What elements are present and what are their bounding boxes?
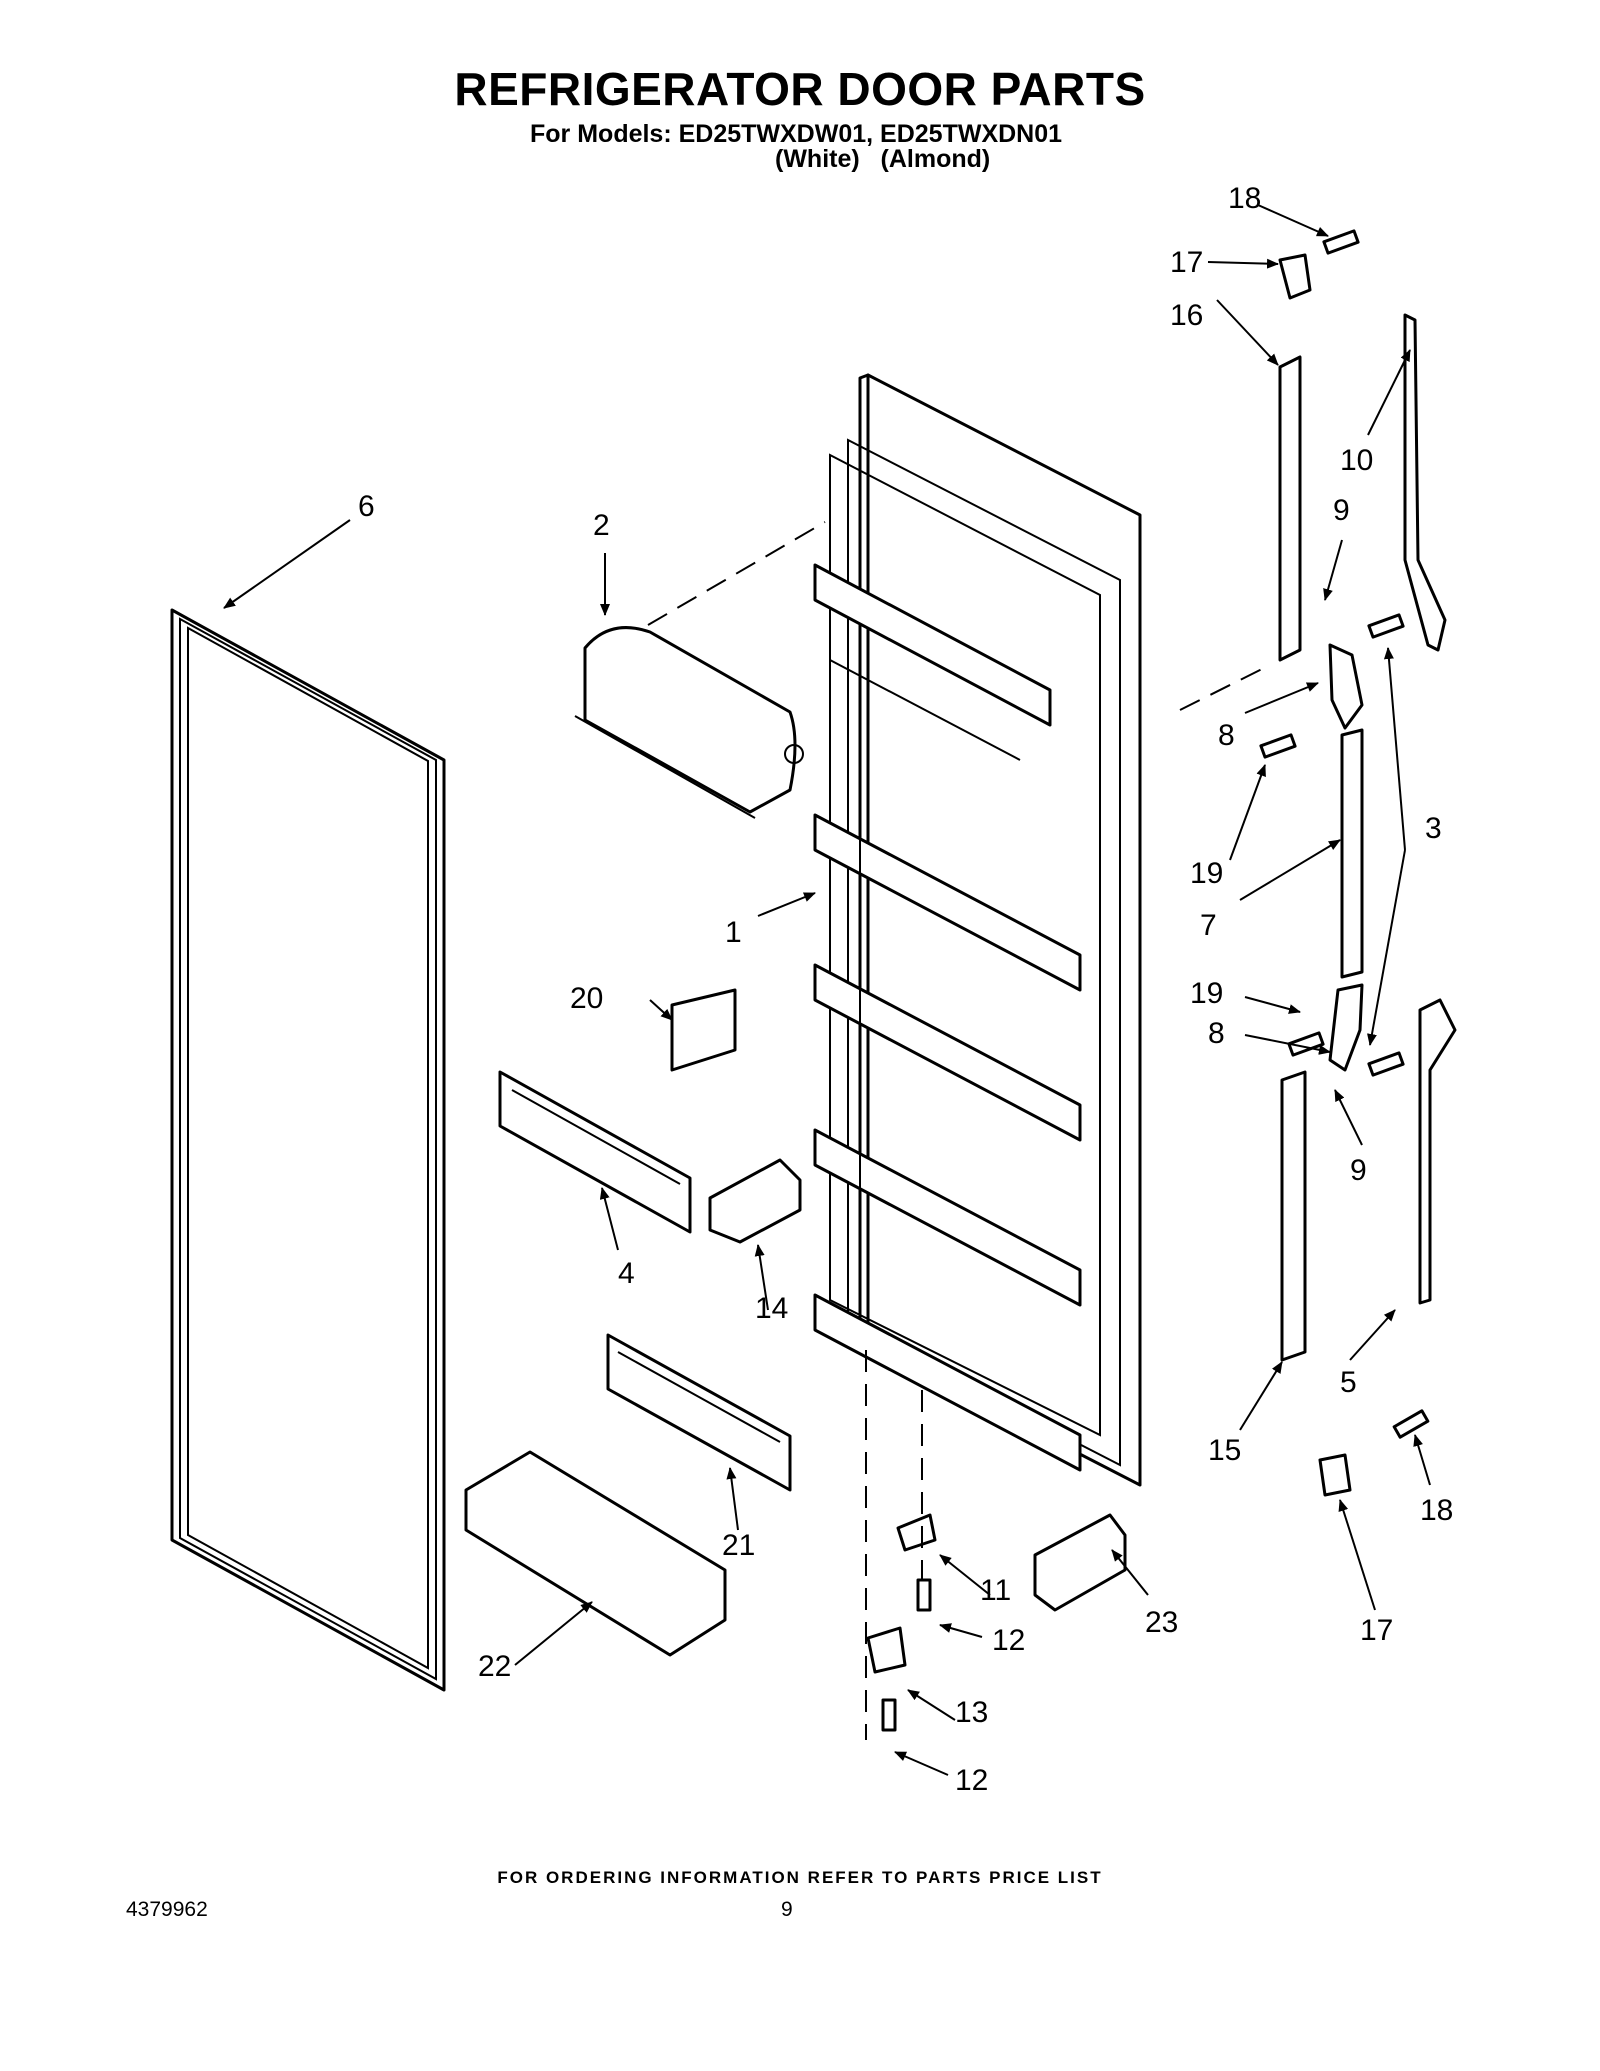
bin-23 bbox=[1033, 1513, 1127, 1612]
callout-18-upper: 18 bbox=[1228, 182, 1261, 215]
callout-9-upper: 9 bbox=[1333, 494, 1350, 527]
callout-3: 3 bbox=[1425, 812, 1442, 845]
callout-12-upper: 12 bbox=[992, 1624, 1025, 1657]
models-line: For Models: ED25TWXDW01, ED25TWXDN01 bbox=[530, 120, 1063, 148]
callout-8-upper: 8 bbox=[1218, 719, 1235, 752]
trim-strip-21 bbox=[606, 1333, 792, 1492]
hinge-pieces-11-13 bbox=[866, 1513, 937, 1732]
handle-trim-15 bbox=[1280, 1070, 1307, 1362]
door-gasket bbox=[170, 608, 446, 1692]
page-number: 9 bbox=[781, 1898, 793, 1921]
callout-2: 2 bbox=[593, 509, 610, 542]
bin-22 bbox=[464, 1450, 727, 1657]
handle-strip-5 bbox=[1418, 998, 1457, 1305]
handle-7 bbox=[1340, 728, 1364, 979]
clip-17-lower bbox=[1318, 1453, 1352, 1497]
callout-15: 15 bbox=[1208, 1434, 1241, 1467]
clip-17-upper bbox=[1278, 253, 1312, 300]
callout-21: 21 bbox=[722, 1529, 755, 1562]
hinge-end-cap-8-lower bbox=[1328, 983, 1364, 1072]
callout-17-lower: 17 bbox=[1360, 1614, 1393, 1647]
callout-19-lower: 19 bbox=[1190, 977, 1223, 1010]
callout-16: 16 bbox=[1170, 299, 1203, 332]
trim-strip-4 bbox=[498, 1070, 692, 1234]
callout-5: 5 bbox=[1340, 1366, 1357, 1399]
bin-14 bbox=[708, 1158, 802, 1244]
hinge-end-cap-8-upper bbox=[1328, 643, 1364, 730]
callout-10: 10 bbox=[1340, 444, 1373, 477]
callout-11: 11 bbox=[980, 1574, 1011, 1607]
ordering-note: FOR ORDERING INFORMATION REFER TO PARTS … bbox=[497, 1868, 1103, 1887]
handle-trim-16 bbox=[1278, 355, 1302, 662]
callout-1: 1 bbox=[725, 916, 742, 949]
colors-line: (White) (Almond) bbox=[775, 145, 991, 173]
screws bbox=[1259, 229, 1430, 1439]
cover-20 bbox=[670, 988, 737, 1072]
assembly-lines bbox=[647, 521, 1271, 1740]
page-title: REFRIGERATOR DOOR PARTS bbox=[454, 63, 1146, 115]
callout-22: 22 bbox=[478, 1650, 511, 1683]
callout-23: 23 bbox=[1145, 1606, 1178, 1639]
callout-9-lower: 9 bbox=[1350, 1154, 1367, 1187]
callout-7: 7 bbox=[1200, 909, 1217, 942]
handle-strip-10 bbox=[1403, 313, 1447, 652]
callout-4: 4 bbox=[618, 1257, 635, 1290]
callout-20: 20 bbox=[570, 982, 603, 1015]
callout-14: 14 bbox=[755, 1292, 788, 1325]
dairy-door bbox=[574, 626, 804, 819]
callout-19-upper: 19 bbox=[1190, 857, 1223, 890]
leader-lines bbox=[223, 204, 1431, 1776]
document-number: 4379962 bbox=[126, 1898, 208, 1921]
callout-6: 6 bbox=[358, 490, 375, 523]
callout-13: 13 bbox=[955, 1696, 988, 1729]
callout-8-lower: 8 bbox=[1208, 1017, 1225, 1050]
door-liner bbox=[813, 373, 1142, 1487]
callout-18-lower: 18 bbox=[1420, 1494, 1453, 1527]
callout-12-lower: 12 bbox=[955, 1764, 988, 1797]
callout-17-upper: 17 bbox=[1170, 246, 1203, 279]
